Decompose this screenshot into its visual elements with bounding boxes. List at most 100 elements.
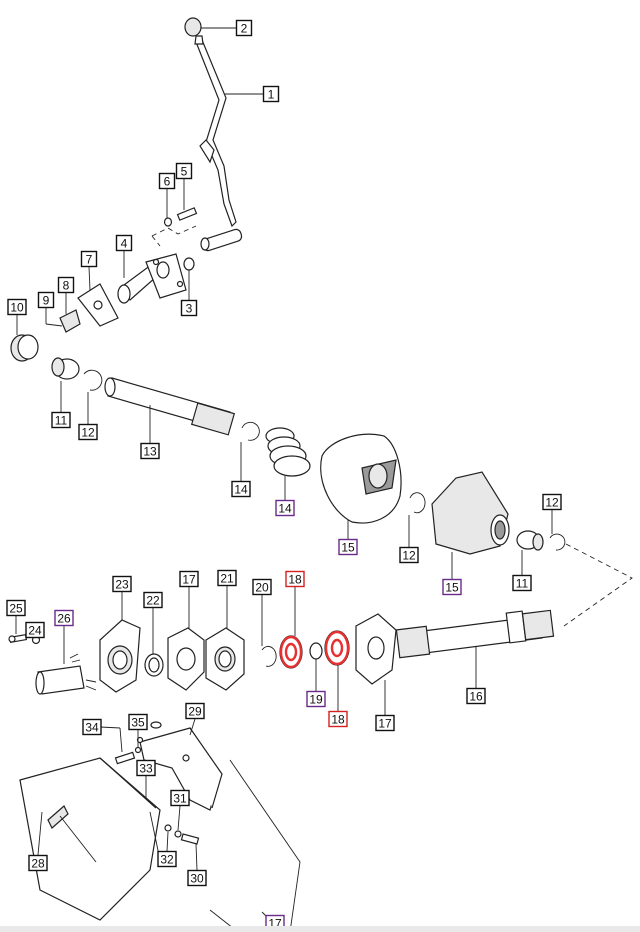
bottom-scroll-strip xyxy=(0,926,640,932)
part-label-box xyxy=(157,850,177,868)
part-label-33: 33 xyxy=(136,759,156,777)
part-label-number: 17 xyxy=(182,573,196,587)
part-label-14: 14 xyxy=(231,480,251,498)
part-label-32: 32 xyxy=(157,850,177,868)
part-label-number: 28 xyxy=(31,857,45,871)
lower-assembly xyxy=(8,586,555,715)
part-label-23: 23 xyxy=(112,575,132,593)
part-label-15: 15 xyxy=(442,578,462,596)
shift-shaft-housing xyxy=(117,179,198,304)
part-label-number: 15 xyxy=(341,541,355,555)
part-label-box xyxy=(28,854,48,872)
part-label-19: 19 xyxy=(306,690,326,708)
part-label-box xyxy=(262,85,280,103)
part-label-box xyxy=(140,442,160,460)
part-label-box xyxy=(217,569,237,587)
part-label-28: 28 xyxy=(28,854,48,872)
part-label-12: 12 xyxy=(399,546,419,564)
part-label-box xyxy=(7,298,27,316)
part-label-number: 11 xyxy=(55,414,68,428)
part-label-21: 21 xyxy=(217,569,237,587)
part-label-30: 30 xyxy=(187,869,207,887)
part-label-box xyxy=(175,162,193,180)
part-label-box xyxy=(143,591,163,609)
part-label-number: 11 xyxy=(516,577,529,591)
part-label-number: 29 xyxy=(188,705,202,719)
part-label-number: 33 xyxy=(139,762,153,776)
part-label-box xyxy=(285,570,305,588)
part-label-29: 29 xyxy=(185,702,205,720)
part-label-box xyxy=(57,276,75,294)
part-label-box xyxy=(78,423,98,441)
part-label-box xyxy=(512,574,532,592)
part-label-number: 14 xyxy=(278,502,292,516)
part-label-box xyxy=(180,299,198,317)
part-label-number: 19 xyxy=(309,693,323,707)
upper-shaft xyxy=(51,357,260,481)
part-label-1: 1 xyxy=(262,85,280,103)
part-label-11: 11 xyxy=(512,574,532,592)
part-label-number: 13 xyxy=(143,445,157,459)
part-label-3: 3 xyxy=(180,299,198,317)
part-label-number: 31 xyxy=(173,792,187,806)
part-label-box xyxy=(185,702,205,720)
part-label-box xyxy=(115,234,133,252)
part-label-number: 18 xyxy=(331,713,345,727)
part-label-box xyxy=(51,411,71,429)
part-label-18: 18 xyxy=(328,710,348,728)
part-label-box xyxy=(328,710,348,728)
part-label-box xyxy=(82,718,102,736)
bellows-spring xyxy=(265,427,311,500)
part-label-number: 23 xyxy=(115,578,129,592)
part-label-box xyxy=(338,538,358,556)
guard-assembly xyxy=(19,718,301,932)
part-label-number: 12 xyxy=(81,426,95,440)
part-label-box xyxy=(231,480,251,498)
part-label-box xyxy=(80,250,98,268)
part-label-box xyxy=(128,713,148,731)
part-label-16: 16 xyxy=(466,687,486,705)
part-label-number: 25 xyxy=(9,602,23,616)
part-label-7: 7 xyxy=(80,250,98,268)
part-label-number: 24 xyxy=(28,624,42,638)
part-label-number: 9 xyxy=(43,294,50,308)
part-label-18: 18 xyxy=(285,570,305,588)
part-label-number: 3 xyxy=(186,302,193,316)
part-label-12: 12 xyxy=(542,493,562,511)
part-label-15: 15 xyxy=(338,538,358,556)
part-label-number: 21 xyxy=(220,572,234,586)
part-label-box xyxy=(306,690,326,708)
part-label-26: 26 xyxy=(54,609,74,627)
part-label-number: 1 xyxy=(268,88,275,102)
part-label-box xyxy=(136,759,156,777)
part-label-box xyxy=(37,291,55,309)
part-label-number: 34 xyxy=(85,721,99,735)
part-label-number: 32 xyxy=(160,853,174,867)
part-label-number: 2 xyxy=(241,22,248,36)
part-label-10: 10 xyxy=(7,298,27,316)
part-label-number: 12 xyxy=(402,549,416,563)
part-label-number: 12 xyxy=(545,496,559,510)
part-label-box xyxy=(187,869,207,887)
part-label-4: 4 xyxy=(115,234,133,252)
part-label-number: 5 xyxy=(181,165,188,179)
part-label-35: 35 xyxy=(128,713,148,731)
part-label-number: 20 xyxy=(255,581,269,595)
part-label-number: 35 xyxy=(131,716,145,730)
shift-lever xyxy=(184,17,263,252)
part-label-box xyxy=(275,499,295,517)
part-label-17: 17 xyxy=(375,714,395,732)
part-label-box xyxy=(179,570,199,588)
part-label-number: 26 xyxy=(57,612,71,626)
alignment-dash-line xyxy=(563,543,633,627)
part-label-8: 8 xyxy=(57,276,75,294)
part-label-box xyxy=(375,714,395,732)
part-label-box xyxy=(399,546,419,564)
part-label-number: 17 xyxy=(378,717,392,731)
part-label-number: 18 xyxy=(288,573,302,587)
part-label-24: 24 xyxy=(25,621,45,639)
part-label-number: 8 xyxy=(63,279,70,293)
part-label-box xyxy=(235,19,253,37)
